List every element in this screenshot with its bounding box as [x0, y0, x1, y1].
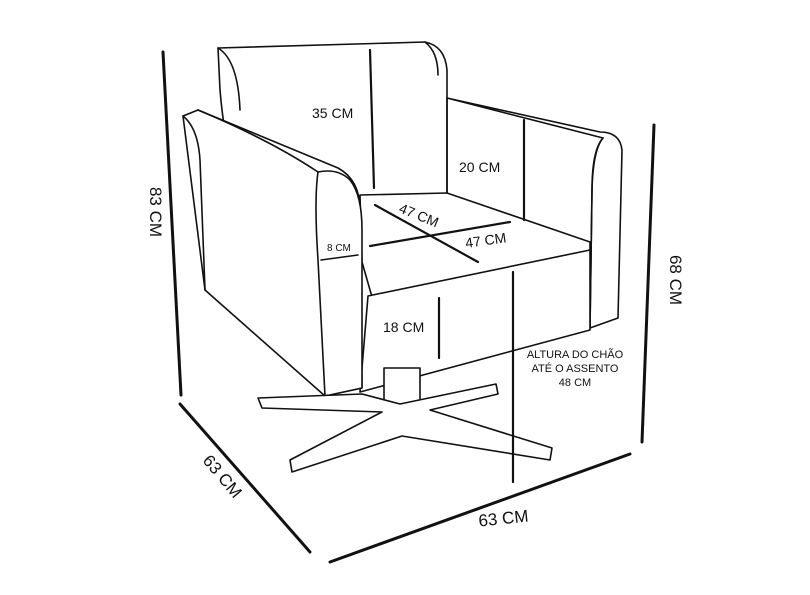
arm-width-label: 8 CM — [327, 243, 351, 254]
depth-label: 63 CM — [199, 451, 246, 502]
total-height-line — [161, 50, 183, 397]
arm-height-line — [640, 123, 656, 444]
width-label: 63 CM — [478, 506, 530, 530]
floor-to-seat-label-line2: ATÉ O ASSENTO — [531, 362, 618, 375]
swivel-base — [257, 367, 553, 473]
depth-line — [178, 402, 312, 554]
seat-depth-line — [373, 203, 480, 264]
total-height-label: 83 CM — [146, 187, 165, 237]
backrest-height-label: 35 CM — [312, 105, 353, 121]
seat-width-line — [368, 220, 512, 248]
width-line — [328, 452, 632, 564]
right-arm — [446, 97, 623, 329]
left-arm — [182, 109, 363, 397]
floor-to-seat-label-line3: 48 CM — [559, 377, 591, 389]
base-height-label: 18 CM — [383, 319, 424, 335]
arm-height-label: 68 CM — [666, 255, 685, 305]
inner-back-height-label: 20 CM — [459, 159, 500, 175]
floor-to-seat-label-line1: ALTURA DO CHÃO — [527, 348, 624, 361]
dimension-lines — [161, 48, 656, 564]
seat-width-label: 47 CM — [464, 229, 507, 251]
arm-width-line — [320, 254, 359, 261]
backrest-height-line — [368, 48, 376, 190]
